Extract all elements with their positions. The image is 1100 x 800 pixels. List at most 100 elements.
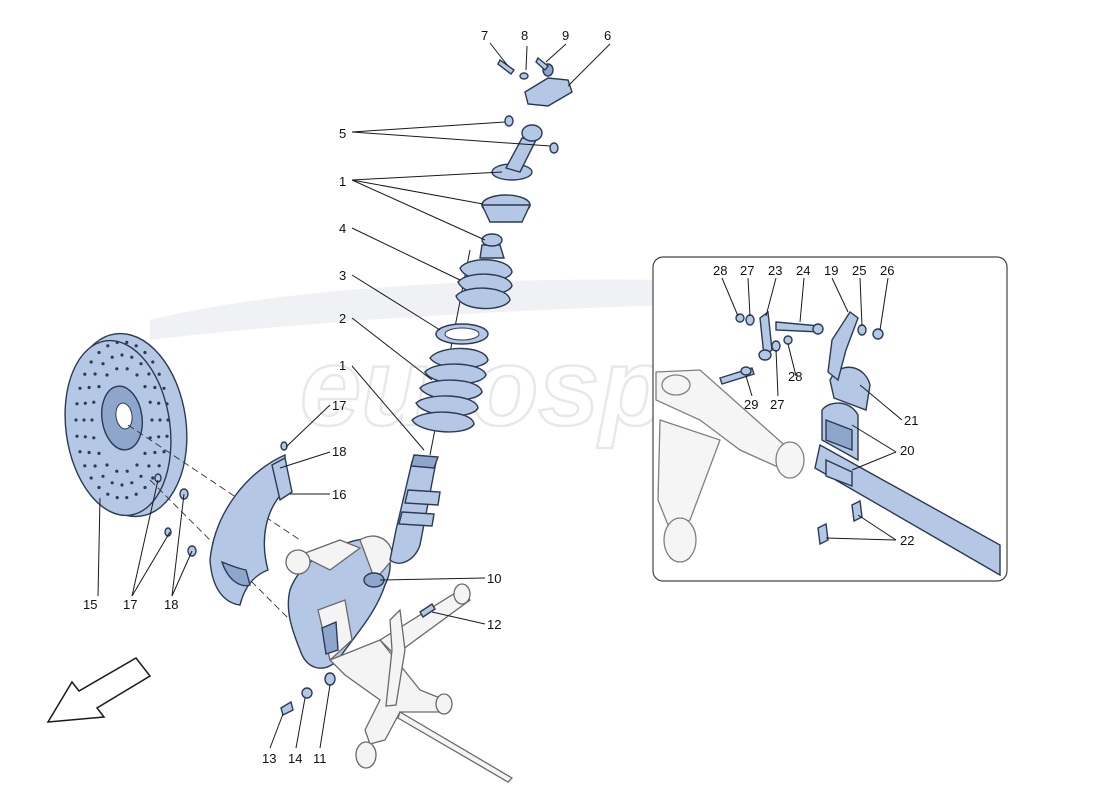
stabilizer-bar [814,310,1001,577]
callout-15: 15 [83,597,97,612]
disc-hole [83,464,87,468]
disc-hole [115,469,119,473]
inset-callout-28-top: 28 [713,263,727,278]
disc-hole [135,463,139,467]
disc-hole [147,464,151,468]
callout-3: 3 [339,268,346,283]
disc-hole [139,362,143,366]
callout-12: 12 [487,617,501,632]
disc-hole [143,451,147,455]
callout-16: 16 [332,487,346,502]
brake-disc [64,332,188,518]
inset-callout-19: 19 [824,263,838,278]
callout-13: 13 [262,751,276,766]
disc-hole [135,373,139,377]
disc-hole [87,385,91,390]
disc-hole [134,344,138,348]
disc-hole [143,350,147,355]
disc-hole [105,373,109,377]
disc-hole [83,401,87,405]
top-fasteners [497,56,559,154]
disc-hole [74,418,78,422]
disc-hole [120,483,124,487]
disc-hole [110,481,114,485]
disc-hole [89,360,93,364]
callout-4: 4 [339,221,346,236]
disc-hole [90,418,94,422]
callout-8: 8 [521,28,528,43]
disc-hole [151,360,155,364]
disc-hole [115,340,119,344]
disc-hole [115,496,119,500]
callout-9: 9 [562,28,569,43]
disc-hole [101,474,105,478]
bump-stop [479,233,505,259]
disc-hole [106,344,110,348]
inset-callout-25: 25 [852,263,866,278]
disc-hole [165,402,169,406]
disc-hole [134,492,138,496]
disc-hole [157,464,161,468]
disc-hole [93,372,97,376]
disc-hole [130,481,134,485]
disc-hole [165,434,169,438]
disc-hole [78,450,82,454]
inset-callout-26: 26 [880,263,894,278]
callout-17-upper: 17 [332,398,346,413]
callout-18-upper: 18 [332,444,346,459]
disc-hole [78,386,82,390]
disc-hole [153,385,157,390]
inset-callout-28-mid: 28 [788,369,802,384]
disc-hole [82,418,86,422]
callout-labels: 7 8 9 6 5 1 4 3 2 1 17 18 16 10 12 15 17… [83,28,611,766]
disc-hole [150,418,154,422]
disc-hole [87,450,91,455]
disc-hole [105,463,109,467]
disc-hole [125,340,129,344]
disc-hole [157,401,161,405]
disc-hole [151,476,155,480]
disc-hole [143,385,147,389]
upper-spring-seat [480,194,532,223]
callout-1-bottom: 1 [339,358,346,373]
disc-hole [162,386,166,390]
disc-hole [106,492,110,496]
leader-lines [97,42,611,749]
coil-spring [411,347,489,433]
callout-17-lower: 17 [123,597,137,612]
inset-callout-29: 29 [744,397,758,412]
disc-hole [139,474,143,478]
lower-bolts [280,603,436,717]
top-bracket [524,63,573,107]
disc-hole [125,367,129,371]
disc-hole [130,355,134,359]
disc-hole [110,355,114,359]
lower-control-arm [328,583,514,783]
disc-hole [147,372,151,376]
disc-hole [97,350,101,355]
disc-hole [148,436,152,440]
disc-hole [83,372,87,376]
disc-drill-holes [74,340,170,500]
inset-callout-23: 23 [768,263,782,278]
disc-hole [153,450,157,455]
top-mount [491,124,543,181]
inset-callout-21: 21 [904,413,918,428]
stabilizer-bar-inset [652,256,1008,582]
callout-1-top: 1 [339,174,346,189]
inset-callout-20: 20 [900,443,914,458]
disc-hole [75,402,79,406]
disc-hole [125,496,129,500]
callout-18-lower: 18 [164,597,178,612]
disc-hole [143,485,147,490]
inset-leader-lines [721,277,903,541]
disc-hole [93,464,97,468]
disc-hole [97,485,101,490]
disc-hole [157,372,161,376]
inset-callout-labels: 28 27 23 24 19 25 26 28 29 27 21 20 22 [713,263,918,548]
spring-upper [455,259,513,310]
callout-10: 10 [487,571,501,586]
callout-14: 14 [288,751,302,766]
inset-callout-22: 22 [900,533,914,548]
disc-hole [92,400,96,404]
